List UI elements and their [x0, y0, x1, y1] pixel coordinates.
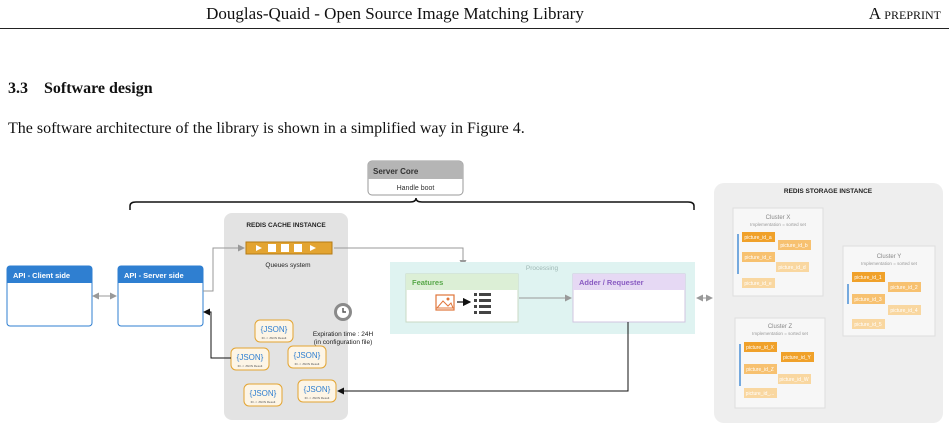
json-document-icon: {JSON} ID -> JSON Result	[297, 379, 337, 403]
json-label: {JSON}	[250, 389, 277, 398]
redis-storage-instance: REDIS STORAGE INSTANCE Cluster X Impleme…	[714, 183, 943, 423]
json-label: {JSON}	[304, 385, 331, 394]
json-document-icon: {JSON} ID -> JSON Result	[230, 347, 270, 371]
picture-item: picture_id_d	[778, 265, 805, 271]
picture-item: picture_id_e	[744, 281, 771, 287]
image-icon	[435, 294, 455, 311]
redis-cache-instance: REDIS CACHE INSTANCE Queues system Expir…	[224, 213, 373, 420]
picture-item: picture_id_Z	[746, 367, 774, 373]
picture-item: picture_id_...	[746, 391, 775, 397]
processing-area: Processing Features Adder / Requester	[390, 262, 695, 334]
picture-item: picture_id_W	[779, 377, 808, 383]
cluster-x-title: Cluster X	[766, 215, 791, 221]
list-icon	[474, 293, 491, 314]
adder-label: Adder / Requester	[579, 278, 644, 287]
redis-cache-title: REDIS CACHE INSTANCE	[246, 222, 326, 229]
picture-item: picture_id_a	[744, 235, 771, 241]
features-label: Features	[412, 278, 443, 287]
picture-item: picture_id_3	[854, 297, 881, 303]
api-client-label: API - Client side	[13, 271, 70, 280]
json-document-icon: {JSON} ID -> JSON Result	[287, 345, 327, 369]
features-box: Features	[405, 273, 519, 323]
picture-item: picture_id_c	[745, 255, 772, 261]
cluster-z-title: Cluster Z	[768, 324, 793, 330]
queues-label: Queues system	[265, 262, 310, 269]
json-sub: ID -> JSON Result	[295, 362, 320, 366]
section-number: 3.3	[8, 80, 28, 97]
server-core-title: Server Core	[373, 167, 419, 176]
processing-title: Processing	[526, 265, 559, 272]
header-rule	[0, 28, 949, 29]
cluster-y: Cluster Y Implementation = sorted set pi…	[842, 245, 936, 337]
picture-item: picture_id_2	[890, 285, 917, 291]
redis-storage-title: REDIS STORAGE INSTANCE	[784, 188, 873, 195]
json-label: {JSON}	[261, 325, 288, 334]
section-heading: 3.3 Software design	[8, 80, 153, 98]
picture-item: picture_id_X	[746, 345, 774, 351]
json-document-icon: {JSON} ID -> JSON Result	[243, 383, 283, 407]
architecture-diagram: Server Core Handle boot API - Client sid…	[6, 160, 943, 423]
cluster-z-impl: Implementation = sorted set	[752, 331, 808, 336]
picture-item: picture_id_4	[890, 308, 917, 314]
running-header-title: Douglas-Quaid - Open Source Image Matchi…	[206, 4, 584, 23]
curly-brace	[129, 197, 695, 210]
section-title: Software design	[44, 80, 153, 97]
arrow-server-to-queue	[203, 244, 245, 292]
server-core-box: Server Core Handle boot	[367, 160, 464, 196]
json-sub: ID -> JSON Result	[251, 400, 276, 404]
cluster-x-impl: Implementation = sorted set	[750, 222, 806, 227]
picture-item: picture_id_5	[854, 322, 881, 328]
cluster-z: Cluster Z Implementation = sorted set pi…	[734, 317, 826, 409]
picture-item: picture_id_b	[780, 243, 807, 249]
picture-item: picture_id_Y	[783, 355, 811, 361]
json-sub: ID -> JSON Result	[305, 396, 330, 400]
api-server-box: API - Server side	[117, 265, 204, 327]
api-client-box: API - Client side	[6, 265, 93, 327]
arrow-result-to-cache	[337, 322, 629, 395]
picture-item: picture_id_1	[854, 275, 881, 281]
running-header-preprint: A preprint	[868, 4, 941, 23]
body-paragraph: The software architecture of the library…	[8, 120, 525, 137]
clock-icon	[334, 303, 352, 321]
json-sub: ID -> JSON Result	[262, 336, 287, 340]
expiration-line2: (in configuration file)	[314, 339, 373, 346]
queue-bar	[245, 241, 333, 255]
arrow-queue-to-processing	[334, 247, 467, 267]
arrow-cache-to-server	[203, 308, 231, 359]
json-document-icon: {JSON} ID -> JSON Result	[254, 319, 294, 343]
server-core-subtitle: Handle boot	[397, 185, 435, 192]
cluster-x: Cluster X Implementation = sorted set pi…	[732, 207, 824, 297]
api-server-label: API - Server side	[124, 271, 184, 280]
expiration-line1: Expiration time : 24H	[313, 331, 374, 338]
json-label: {JSON}	[237, 353, 264, 362]
cluster-y-impl: Implementation = sorted set	[861, 261, 917, 266]
adder-requester-box: Adder / Requester	[572, 273, 686, 323]
json-sub: ID -> JSON Result	[238, 364, 263, 368]
cluster-y-title: Cluster Y	[877, 254, 902, 260]
json-label: {JSON}	[294, 351, 321, 360]
